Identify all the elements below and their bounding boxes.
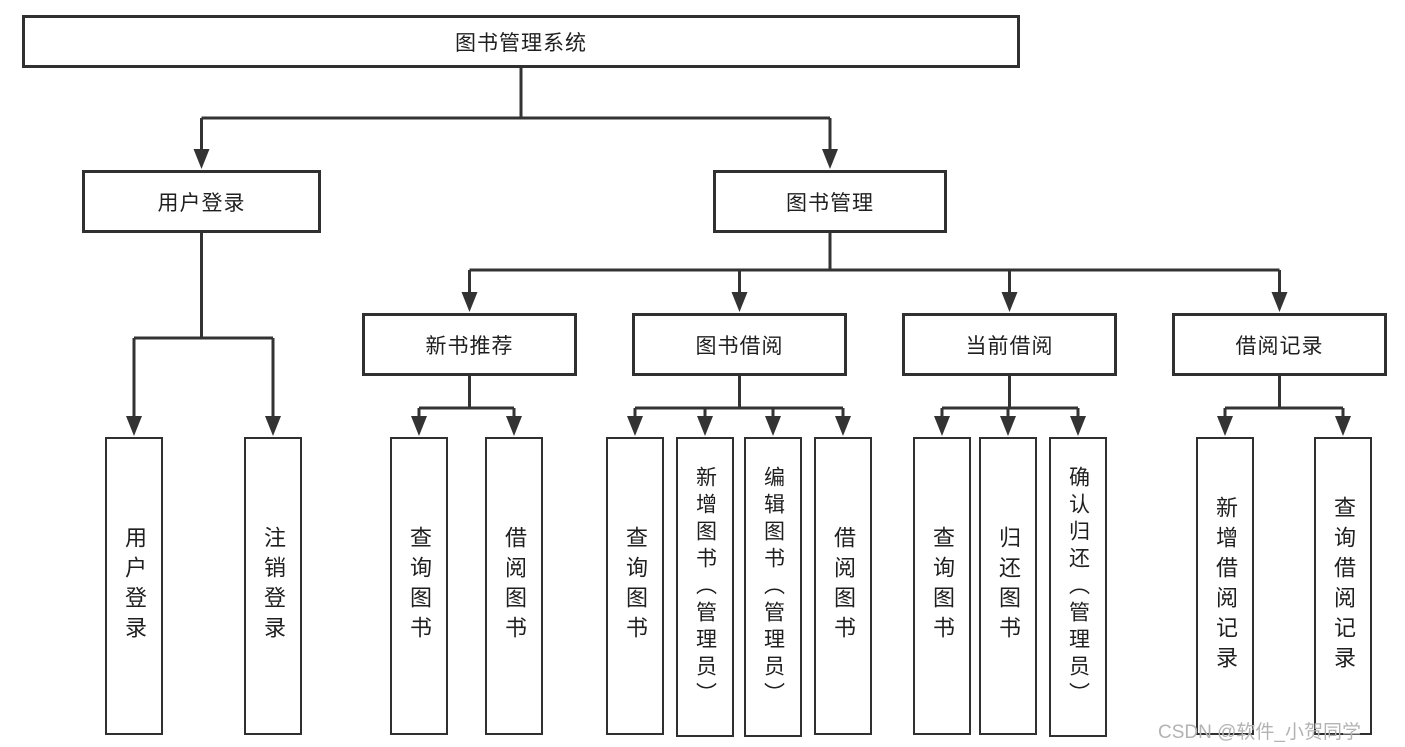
node-label: 查询借阅记录 — [1331, 496, 1356, 676]
node-user-login: 用户登录 — [82, 170, 321, 233]
node-book-management: 图书管理 — [713, 170, 947, 233]
node-label: 编辑图书（管理员） — [761, 465, 785, 709]
leaf-query-books-current: 查询图书 — [913, 437, 971, 735]
leaf-edit-books-admin: 编辑图书（管理员） — [744, 437, 802, 737]
node-label: 注销登录 — [261, 526, 286, 646]
leaf-query-books-borrowing: 查询图书 — [606, 437, 664, 735]
leaf-return-books: 归还图书 — [979, 437, 1037, 735]
leaf-borrow-books-borrowing: 借阅图书 — [814, 437, 872, 735]
leaf-query-books-recommend: 查询图书 — [390, 437, 448, 735]
leaf-add-borrow-record: 新增借阅记录 — [1196, 437, 1254, 735]
node-label: 确认归还（管理员） — [1066, 465, 1090, 709]
node-label: 查询图书 — [407, 526, 432, 646]
node-label: 新增图书（管理员） — [693, 465, 717, 709]
leaf-user-login: 用户登录 — [105, 437, 163, 735]
node-new-book-recommendation: 新书推荐 — [362, 313, 577, 376]
node-label: 查询图书 — [930, 526, 955, 646]
node-library-management-system: 图书管理系统 — [22, 15, 1020, 68]
node-book-borrowing: 图书借阅 — [632, 313, 847, 376]
leaf-logout: 注销登录 — [244, 437, 302, 735]
node-label: 查询图书 — [623, 526, 648, 646]
node-current-borrowing: 当前借阅 — [902, 313, 1117, 376]
node-borrowing-records: 借阅记录 — [1172, 313, 1387, 376]
node-label: 新增借阅记录 — [1213, 496, 1238, 676]
node-label: 归还图书 — [996, 526, 1021, 646]
watermark: CSDN @软件_小贺同学 — [1158, 722, 1361, 743]
leaf-borrow-books-recommend: 借阅图书 — [485, 437, 543, 735]
node-label: 借阅图书 — [502, 526, 527, 646]
leaf-confirm-return-admin: 确认归还（管理员） — [1049, 437, 1107, 737]
node-label: 借阅图书 — [831, 526, 856, 646]
node-label: 用户登录 — [122, 526, 147, 646]
leaf-query-borrow-record: 查询借阅记录 — [1314, 437, 1372, 735]
leaf-add-books-admin: 新增图书（管理员） — [676, 437, 734, 737]
